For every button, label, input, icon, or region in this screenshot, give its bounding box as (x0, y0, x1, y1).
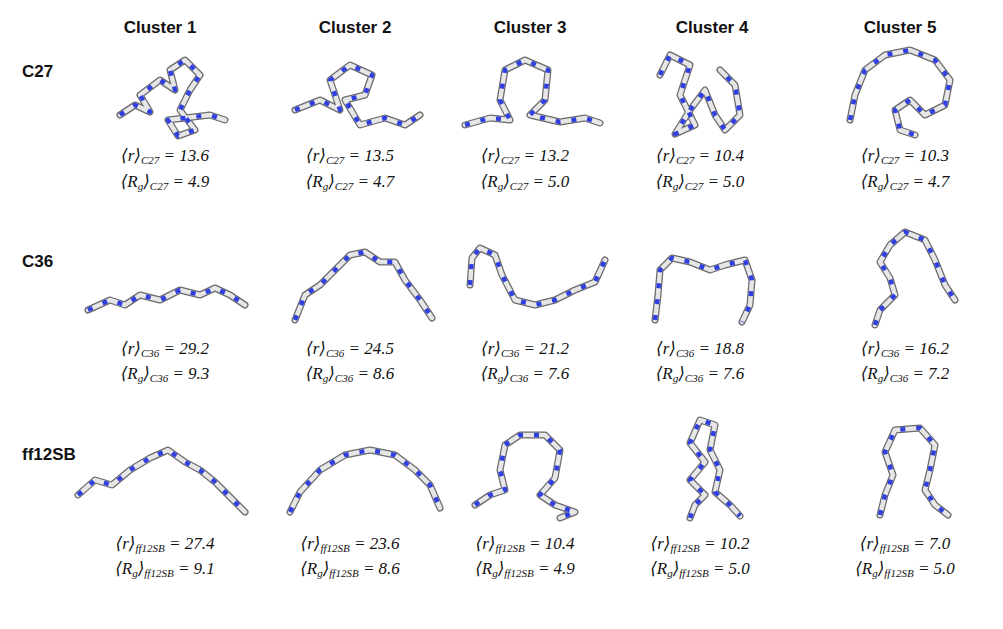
distance-value: ⟨r⟩ff12SB = 23.6 (301, 533, 400, 554)
gyration-value: ⟨Rg⟩C27 = 5.0 (481, 171, 570, 192)
gyration-value: ⟨Rg⟩C27 = 4.9 (121, 171, 210, 192)
distance-value: ⟨r⟩C27 = 10.4 (656, 145, 744, 166)
gyration-value: ⟨Rg⟩C36 = 7.2 (861, 363, 950, 384)
distance-value: ⟨r⟩C36 = 16.2 (861, 338, 949, 359)
distance-value: ⟨r⟩C36 = 29.2 (121, 338, 209, 359)
distance-value: ⟨r⟩C27 = 13.5 (306, 145, 394, 166)
cluster-heading: Cluster 2 (319, 18, 392, 38)
distance-value: ⟨r⟩C36 = 18.8 (656, 338, 744, 359)
distance-value: ⟨r⟩C36 = 24.5 (306, 338, 394, 359)
cluster-heading: Cluster 5 (864, 18, 937, 38)
gyration-value: ⟨Rg⟩ff12SB = 5.0 (650, 558, 750, 579)
force-field-label: ff12SB (22, 445, 76, 465)
force-field-label: C27 (22, 62, 53, 82)
gyration-value: ⟨Rg⟩ff12SB = 9.1 (115, 558, 215, 579)
distance-value: ⟨r⟩ff12SB = 27.4 (116, 533, 215, 554)
distance-value: ⟨r⟩ff12SB = 7.0 (860, 533, 950, 554)
gyration-value: ⟨Rg⟩C36 = 8.6 (306, 363, 395, 384)
gyration-value: ⟨Rg⟩C36 = 7.6 (481, 363, 570, 384)
distance-value: ⟨r⟩ff12SB = 10.2 (651, 533, 750, 554)
distance-value: ⟨r⟩C36 = 21.2 (481, 338, 569, 359)
distance-value: ⟨r⟩C27 = 13.6 (121, 145, 209, 166)
cluster-heading: Cluster 1 (124, 18, 197, 38)
distance-value: ⟨r⟩C27 = 10.3 (861, 145, 949, 166)
cluster-heading: Cluster 4 (676, 18, 749, 38)
cluster-heading: Cluster 3 (494, 18, 567, 38)
gyration-value: ⟨Rg⟩ff12SB = 8.6 (300, 558, 400, 579)
gyration-value: ⟨Rg⟩C27 = 5.0 (656, 171, 745, 192)
distance-value: ⟨r⟩ff12SB = 10.4 (476, 533, 575, 554)
force-field-label: C36 (22, 252, 53, 272)
gyration-value: ⟨Rg⟩ff12SB = 5.0 (855, 558, 955, 579)
gyration-value: ⟨Rg⟩C27 = 4.7 (861, 171, 950, 192)
gyration-value: ⟨Rg⟩C27 = 4.7 (306, 171, 395, 192)
gyration-value: ⟨Rg⟩C36 = 7.6 (656, 363, 745, 384)
distance-value: ⟨r⟩C27 = 13.2 (481, 145, 569, 166)
gyration-value: ⟨Rg⟩ff12SB = 4.9 (475, 558, 575, 579)
gyration-value: ⟨Rg⟩C36 = 9.3 (121, 363, 210, 384)
